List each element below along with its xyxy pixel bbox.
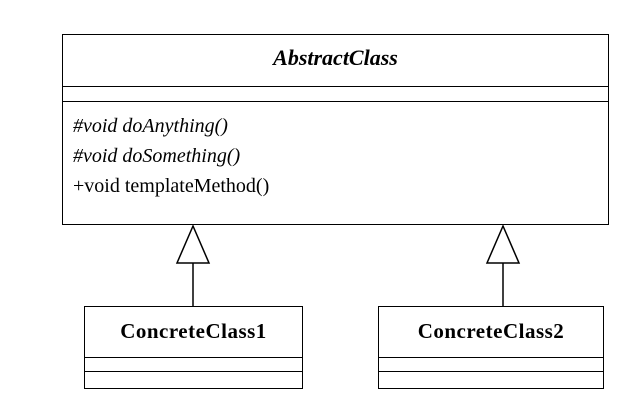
inheritance-arrow-left xyxy=(175,224,211,306)
method-do-something: #void doSomething() xyxy=(73,145,241,167)
inheritance-arrow-right xyxy=(485,224,521,306)
concrete-class-2-separator-1 xyxy=(379,357,603,358)
concrete-class-2-name: ConcreteClass2 xyxy=(417,319,565,343)
name-separator xyxy=(63,86,608,87)
concrete-class-2-separator-2 xyxy=(379,371,603,372)
concrete-class-1-separator-2 xyxy=(85,371,302,372)
concrete-class-1-box: ConcreteClass1 xyxy=(84,306,303,389)
concrete-class-2-box: ConcreteClass2 xyxy=(378,306,604,389)
abstract-class-name: AbstractClass xyxy=(273,45,398,70)
concrete-class-1-separator-1 xyxy=(85,357,302,358)
abstract-class-box: AbstractClass #void doAnything() #void d… xyxy=(62,34,609,225)
method-template-method: +void templateMethod() xyxy=(73,175,270,197)
method-do-anything: #void doAnything() xyxy=(73,115,228,137)
attributes-separator xyxy=(63,101,608,102)
concrete-class-1-name: ConcreteClass1 xyxy=(120,319,267,343)
